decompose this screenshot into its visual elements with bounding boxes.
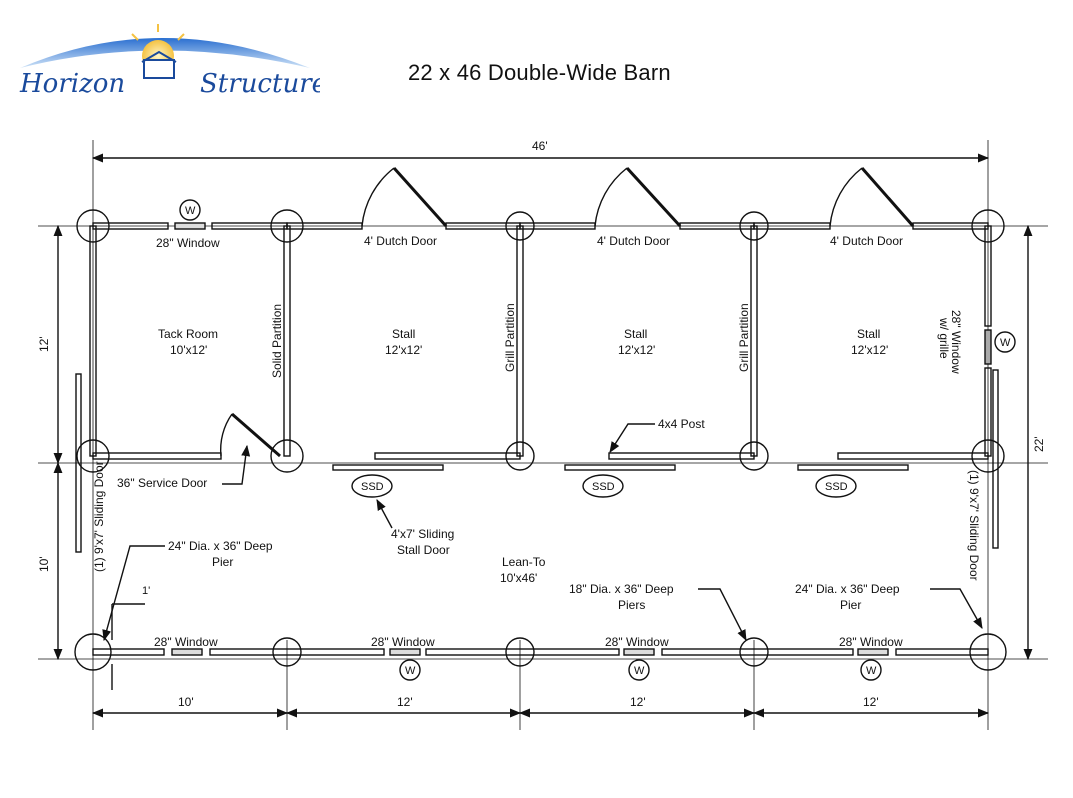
grill-partition-1-label: Grill Partition: [503, 303, 517, 372]
dim-bay-2: 12': [397, 695, 413, 709]
bottom-window-4-label: 28" Window: [839, 635, 903, 649]
ssd-tag-3: SSD: [825, 481, 848, 493]
pier-right-line1: 24" Dia. x 36" Deep: [795, 582, 900, 596]
tack-room-name: Tack Room: [158, 327, 218, 341]
ssd-note-line1: 4'x7' Sliding: [391, 527, 454, 541]
dim-lower-depth: 10': [37, 556, 51, 572]
grill-partition-2-label: Grill Partition: [737, 303, 751, 372]
sliding-door-left-label: (1) 9'x7' Sliding Door: [92, 461, 106, 572]
bottom-window-1-label: 28" Window: [154, 635, 218, 649]
ssd-tag-1: SSD: [361, 481, 384, 493]
stall-2-name: Stall: [624, 327, 647, 341]
horizon-structures-logo: Horizon Structures: [19, 24, 320, 99]
dim-bay-tack: 10': [178, 695, 194, 709]
ssd-tag-2: SSD: [592, 481, 615, 493]
page-title: 22 x 46 Double-Wide Barn: [408, 60, 671, 85]
pier-right-line2: Pier: [840, 598, 861, 612]
dutch-door-1-label: 4' Dutch Door: [364, 234, 437, 248]
dim-bay-3: 12': [630, 695, 646, 709]
solid-partition-label: Solid Partition: [270, 304, 284, 378]
service-door-label: 36" Service Door: [117, 476, 207, 490]
dim-overall-length: 46': [532, 139, 548, 153]
bottom-window-3-label: 28" Window: [605, 635, 669, 649]
logo-word-horizon: Horizon: [19, 69, 125, 99]
dutch-door-3-label: 4' Dutch Door: [830, 234, 903, 248]
stall-1-name: Stall: [392, 327, 415, 341]
window-tag-top: W: [185, 205, 196, 217]
post-note: 4x4 Post: [658, 417, 705, 431]
stall-1-size: 12'x12': [385, 343, 422, 357]
pier-mid-line1: 18" Dia. x 36" Deep: [569, 582, 674, 596]
window-tag-right: W: [1000, 337, 1011, 349]
ssd-note-line2: Stall Door: [397, 543, 450, 557]
tack-room-size: 10'x12': [170, 343, 207, 357]
right-window-label-line2: w/ grille: [937, 317, 951, 359]
logo-arc: [20, 38, 310, 68]
window-tag-b3: W: [634, 665, 645, 677]
leanto-name: Lean-To: [502, 555, 546, 569]
stall-3-size: 12'x12': [851, 343, 888, 357]
pier-left-line1: 24" Dia. x 36" Deep: [168, 539, 273, 553]
logo-word-structures: Structures: [200, 69, 320, 99]
sliding-door-right-label: (1) 9'x7' Sliding Door: [967, 470, 981, 581]
stall-3-name: Stall: [857, 327, 880, 341]
leanto-size: 10'x46': [500, 571, 537, 585]
dutch-door-2-label: 4' Dutch Door: [597, 234, 670, 248]
window-tag-b4: W: [866, 665, 877, 677]
dim-pier-offset: 1': [142, 585, 150, 597]
dim-overall-width: 22': [1032, 436, 1046, 452]
window-tag-b2: W: [405, 665, 416, 677]
dim-bay-4: 12': [863, 695, 879, 709]
barn-icon: [143, 59, 175, 79]
bottom-window-2-label: 28" Window: [371, 635, 435, 649]
pier-left-line2: Pier: [212, 555, 233, 569]
pier-mid-line2: Piers: [618, 598, 645, 612]
dim-upper-depth: 12': [37, 336, 51, 352]
right-window-label-line1: 28" Window: [949, 310, 963, 374]
top-window-label: 28" Window: [156, 236, 220, 250]
stall-2-size: 12'x12': [618, 343, 655, 357]
